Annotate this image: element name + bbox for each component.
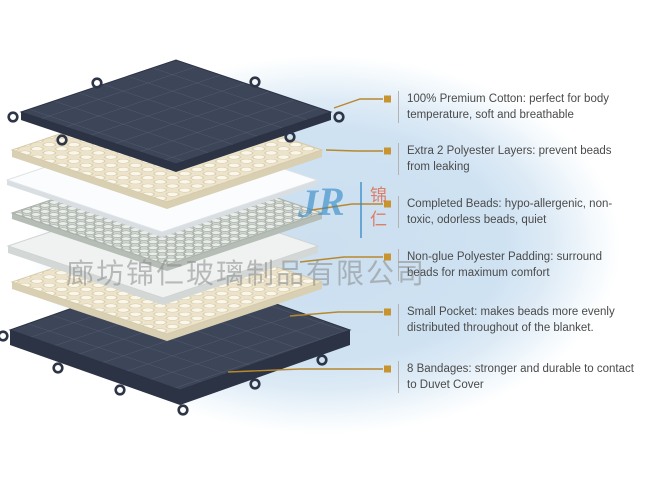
- callout-text: Completed Beads: hypo-allergenic, non-to…: [398, 196, 636, 228]
- callout-line-polyester-top: [325, 149, 383, 152]
- callout-lines: [227, 98, 383, 373]
- callout-text: Small Pocket: makes beads more evenly di…: [398, 304, 636, 336]
- callout-bullet: [384, 365, 391, 373]
- callout-line-premium-cotton: [333, 98, 383, 109]
- callout-bullet: [384, 95, 391, 103]
- callout-bullets: [384, 95, 391, 373]
- callout-line-pocket: [289, 311, 383, 317]
- callout-premium-cotton: 100% Premium Cotton: perfect for body te…: [398, 91, 636, 123]
- callout-line-padding: [299, 256, 383, 263]
- callout-text: Non-glue Polyester Padding: surround bea…: [398, 249, 636, 281]
- bandage-loops-top: [7, 76, 345, 146]
- callout-small-pocket: Small Pocket: makes beads more evenly di…: [398, 304, 636, 336]
- callout-bullet: [384, 147, 391, 155]
- callout-text: 100% Premium Cotton: perfect for body te…: [398, 91, 636, 123]
- callout-bullet: [384, 200, 391, 208]
- callout-bullet: [384, 308, 391, 316]
- callout-text: Extra 2 Polyester Layers: prevent beads …: [398, 143, 636, 175]
- bandage-loops-bottom: [0, 330, 328, 416]
- callout-polyester-layers: Extra 2 Polyester Layers: prevent beads …: [398, 143, 636, 175]
- callout-polyester-padding: Non-glue Polyester Padding: surround bea…: [398, 249, 636, 281]
- callout-bandages: 8 Bandages: stronger and durable to cont…: [398, 361, 636, 393]
- callout-completed-beads: Completed Beads: hypo-allergenic, non-to…: [398, 196, 636, 228]
- callout-line-bandages: [227, 368, 383, 373]
- callout-bullet: [384, 253, 391, 261]
- callout-text: 8 Bandages: stronger and durable to cont…: [398, 361, 636, 393]
- callout-line-beads: [311, 203, 383, 211]
